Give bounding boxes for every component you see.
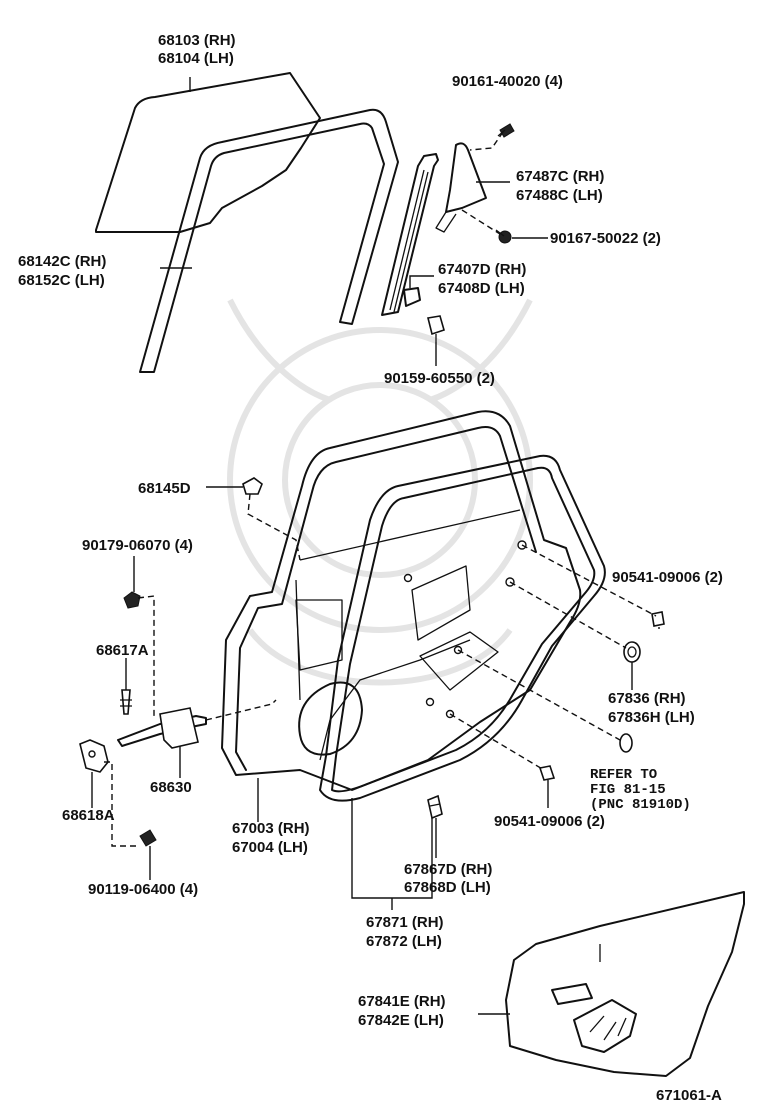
- svg-text:67872 (LH): 67872 (LH): [366, 933, 442, 950]
- label-run-channel: 68142C (RH) 68152C (LH): [18, 253, 106, 289]
- leader-lines: [91, 77, 660, 1015]
- label-door-check: 68630: [150, 779, 192, 796]
- label-glass: 68103 (RH) 68104 (LH): [158, 32, 236, 67]
- svg-text:67487C (RH): 67487C (RH): [516, 168, 604, 185]
- label-clip-top: 68145D: [138, 480, 191, 497]
- refer-ellipse-icon: [619, 733, 633, 753]
- svg-text:67871 (RH): 67871 (RH): [366, 914, 444, 931]
- svg-text:68145D: 68145D: [138, 480, 191, 497]
- svg-text:90179-06070 (4): 90179-06070 (4): [82, 537, 193, 554]
- svg-text:90541-09006 (2): 90541-09006 (2): [494, 813, 605, 830]
- svg-text:REFER TO: REFER TO: [590, 767, 657, 783]
- svg-text:68152C (LH): 68152C (LH): [18, 272, 105, 289]
- label-plug-upper: 90541-09006 (2): [612, 569, 723, 586]
- clip-top-icon: [242, 477, 263, 495]
- label-screw-quarter: 90167-50022 (2): [550, 230, 661, 247]
- quarter-glass-part: [435, 142, 487, 233]
- label-bolt-hinge: 90119-06400 (4): [88, 881, 198, 898]
- label-bolt-check: 90179-06070 (4): [82, 537, 193, 554]
- label-stopper: 68617A: [96, 642, 149, 659]
- label-division-bar: 67407D (RH) 67408D (LH): [438, 261, 526, 297]
- svg-text:(PNC 81910D): (PNC 81910D): [590, 797, 691, 813]
- stopper-icon: [120, 689, 132, 715]
- svg-text:67003 (RH): 67003 (RH): [232, 820, 310, 837]
- svg-text:671061-A: 671061-A: [656, 1087, 722, 1104]
- bolt-check-icon: [123, 591, 141, 609]
- label-door-panel: 67003 (RH) 67004 (LH): [232, 820, 310, 856]
- label-hinge: 68618A: [62, 807, 115, 824]
- label-quarter-glass: 67487C (RH) 67488C (LH): [516, 168, 604, 204]
- svg-text:67868D (LH): 67868D (LH): [404, 879, 491, 896]
- svg-text:68617A: 68617A: [96, 642, 149, 659]
- svg-text:68630: 68630: [150, 779, 192, 796]
- label-bolt-bar: 90159-60550 (2): [384, 370, 495, 387]
- door-glass-part: [95, 72, 321, 233]
- bolt-bar-icon: [427, 315, 445, 342]
- svg-text:67488C (LH): 67488C (LH): [516, 187, 603, 204]
- plug-lower-icon: [538, 765, 556, 781]
- clip-weather-icon: [427, 794, 443, 820]
- weatherstrip-part: [319, 454, 606, 802]
- run-channel-part: [139, 108, 399, 373]
- trim-board-part: [505, 891, 745, 1077]
- svg-text:67842E (LH): 67842E (LH): [358, 1012, 444, 1029]
- svg-text:90119-06400 (4): 90119-06400 (4): [88, 881, 198, 898]
- plug-upper-icon: [651, 611, 665, 627]
- svg-text:90167-50022 (2): 90167-50022 (2): [550, 230, 661, 247]
- label-screw-top: 90161-40020 (4): [452, 73, 563, 90]
- svg-text:68618A: 68618A: [62, 807, 115, 824]
- svg-text:90159-60550 (2): 90159-60550 (2): [384, 370, 495, 387]
- svg-text:67836 (RH): 67836 (RH): [608, 690, 686, 707]
- door-check-icon: [117, 707, 207, 749]
- watermark-emblem: [227, 298, 533, 686]
- svg-text:FIG 81-15: FIG 81-15: [590, 782, 666, 798]
- screw-quarter-icon: [495, 229, 512, 244]
- drawing-number: 671061-A: [656, 1087, 722, 1104]
- svg-text:67408D (LH): 67408D (LH): [438, 280, 525, 297]
- svg-text:67841E (RH): 67841E (RH): [358, 993, 446, 1010]
- label-plug-lower: 90541-09006 (2): [494, 813, 605, 830]
- label-clip-weather: 67867D (RH) 67868D (LH): [404, 861, 492, 896]
- svg-text:67004 (LH): 67004 (LH): [232, 839, 308, 856]
- svg-text:68104 (LH): 68104 (LH): [158, 50, 234, 67]
- bolt-hinge-icon: [139, 829, 157, 847]
- svg-text:67836H (LH): 67836H (LH): [608, 709, 695, 726]
- label-refer: REFER TO FIG 81-15 (PNC 81910D): [590, 767, 691, 813]
- division-bar-part: [381, 153, 439, 316]
- svg-text:67407D (RH): 67407D (RH): [438, 261, 526, 278]
- label-hole-cover: 67836 (RH) 67836H (LH): [608, 690, 695, 726]
- svg-text:90161-40020 (4): 90161-40020 (4): [452, 73, 563, 90]
- hole-cover-icon: [623, 641, 641, 663]
- hinge-icon: [79, 739, 109, 773]
- label-trim-board: 67841E (RH) 67842E (LH): [358, 993, 446, 1029]
- svg-text:90541-09006 (2): 90541-09006 (2): [612, 569, 723, 586]
- label-weatherstrip: 67871 (RH) 67872 (LH): [366, 914, 444, 950]
- svg-text:68142C (RH): 68142C (RH): [18, 253, 106, 270]
- svg-text:68103 (RH): 68103 (RH): [158, 32, 236, 49]
- svg-text:67867D (RH): 67867D (RH): [404, 861, 492, 878]
